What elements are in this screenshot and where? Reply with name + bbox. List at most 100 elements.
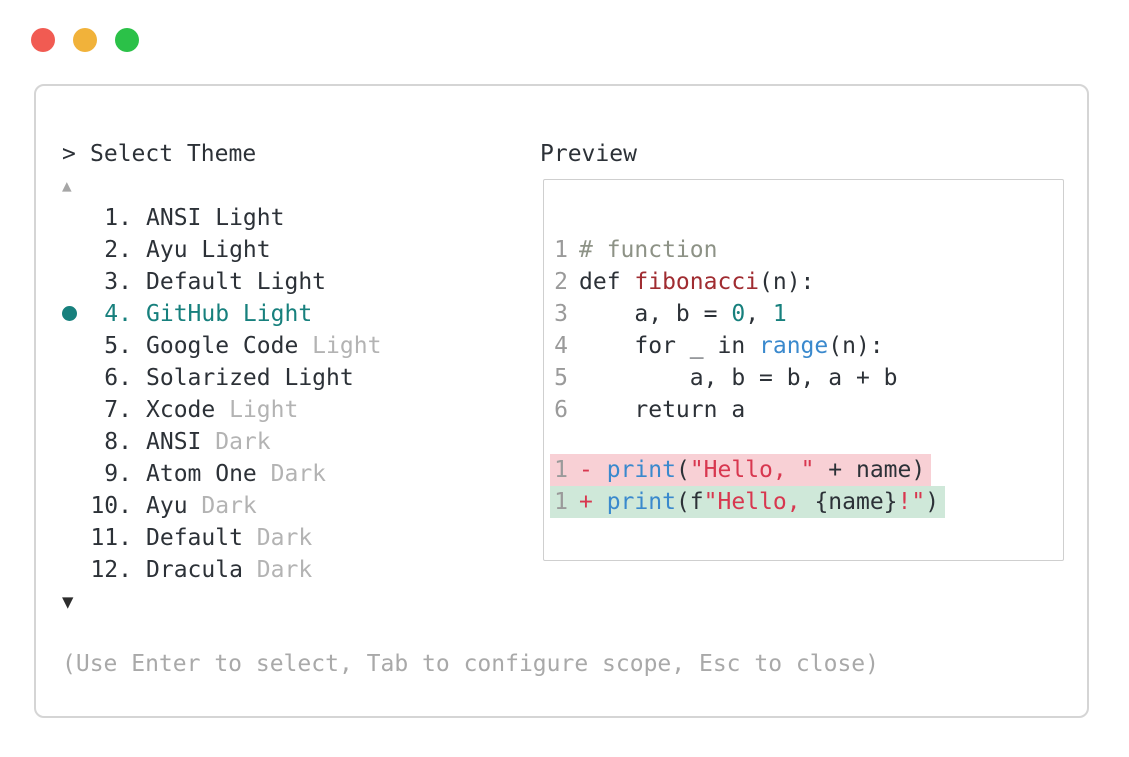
code-line — [550, 426, 585, 454]
item-number: 1. — [104, 205, 132, 231]
item-number: 2. — [104, 237, 132, 263]
theme-list-item[interactable]: 3. Default Light — [62, 266, 540, 298]
code-token-plain: for _ in — [579, 333, 760, 359]
code-token-numlit: 1 — [772, 301, 787, 327]
line-number: 1 — [554, 237, 568, 263]
line-number: 1 — [554, 457, 568, 483]
code-token-plain: ( — [675, 457, 690, 483]
item-label: Dracula — [146, 557, 243, 583]
code-token-sign: + — [579, 489, 607, 515]
code-preview: 1 # function 2 def fibonacci(n): 3 a, b … — [543, 179, 1064, 561]
item-number: 5. — [104, 333, 132, 359]
theme-list-item[interactable]: 6. Solarized Light — [62, 362, 540, 394]
code-token-plain: a, b = b, a + b — [579, 365, 898, 391]
minimize-button[interactable] — [73, 28, 97, 52]
zoom-button[interactable] — [115, 28, 139, 52]
page-title: Select Theme — [90, 141, 257, 167]
theme-list-item[interactable]: 7. Xcode Light — [62, 394, 540, 426]
item-label: Default — [146, 525, 243, 551]
item-number: 12. — [90, 557, 132, 583]
help-text: (Use Enter to select, Tab to configure s… — [62, 651, 879, 677]
scroll-down-row: ▼ — [62, 586, 540, 618]
code-token-call: range — [759, 333, 829, 359]
item-label: ANSI Light — [146, 205, 285, 231]
item-label: Ayu Light — [146, 237, 271, 263]
selection-marker — [62, 234, 90, 266]
scroll-down-icon[interactable]: ▼ — [62, 591, 74, 613]
selected-bullet-icon — [62, 306, 77, 321]
selection-marker — [62, 202, 90, 234]
line-number: 6 — [554, 397, 568, 423]
theme-selector: > Select Theme ▲ 1. ANSI Light 2. Ayu Li… — [62, 138, 540, 618]
dialog-body: > Select Theme ▲ 1. ANSI Light 2. Ayu Li… — [62, 138, 1064, 618]
item-label: GitHub Light — [146, 301, 313, 327]
diff-line-del: 1 - print("Hello, " + name) — [550, 454, 932, 486]
selector-header: > Select Theme — [62, 138, 540, 170]
theme-list-item[interactable]: 5. Google Code Light — [62, 330, 540, 362]
code-line: 4 for _ in range(n): — [550, 330, 890, 362]
item-number: 4. — [104, 301, 132, 327]
item-label: ANSI — [146, 429, 202, 455]
item-number: 10. — [90, 493, 132, 519]
scroll-up-icon[interactable]: ▲ — [62, 176, 72, 195]
code-line: 3 a, b = 0, 1 — [550, 298, 793, 330]
window-controls — [31, 28, 139, 52]
code-token-plain: {name} — [814, 489, 898, 515]
item-label: Google Code — [146, 333, 299, 359]
code-line: 1 # function — [550, 234, 723, 266]
theme-list-item[interactable]: 8. ANSI Dark — [62, 426, 540, 458]
code-token-plain: a, b = — [579, 301, 732, 327]
line-number: 4 — [554, 333, 568, 359]
code-token-str: !" — [897, 489, 926, 515]
code-line: 2 def fibonacci(n): — [550, 266, 820, 298]
item-number: 11. — [90, 525, 132, 551]
item-label-muted: Dark — [187, 493, 257, 519]
code-token-call: print — [606, 489, 676, 515]
line-number: 1 — [554, 489, 568, 515]
line-number: 3 — [554, 301, 568, 327]
selection-marker — [62, 330, 90, 362]
theme-picker-dialog: > Select Theme ▲ 1. ANSI Light 2. Ayu Li… — [34, 84, 1089, 718]
selection-marker — [62, 458, 90, 490]
item-label-muted: Light — [298, 333, 382, 359]
item-number: 3. — [104, 269, 132, 295]
scroll-up-row: ▲ — [62, 170, 540, 202]
code-token-comment: # function — [579, 237, 718, 263]
item-label: Xcode — [146, 397, 216, 423]
selection-marker — [62, 266, 90, 298]
code-token-plain: def — [579, 269, 635, 295]
selection-marker — [62, 522, 90, 554]
code-token-call: print — [606, 457, 676, 483]
theme-list-item[interactable]: 1. ANSI Light — [62, 202, 540, 234]
selection-marker — [62, 394, 90, 426]
item-label: Ayu — [146, 493, 188, 519]
item-number: 8. — [104, 429, 132, 455]
code-token-plain: (n): — [759, 269, 815, 295]
item-label: Atom One — [146, 461, 257, 487]
close-button[interactable] — [31, 28, 55, 52]
item-number: 9. — [104, 461, 132, 487]
line-number — [554, 426, 568, 454]
theme-list-item[interactable]: 9. Atom One Dark — [62, 458, 540, 490]
item-label-muted: Light — [215, 397, 299, 423]
theme-list: 1. ANSI Light 2. Ayu Light 3. Default Li… — [62, 202, 540, 586]
code-line: 6 return a — [550, 394, 751, 426]
theme-list-item[interactable]: 2. Ayu Light — [62, 234, 540, 266]
code-token-plain: + name) — [814, 457, 926, 483]
code-token-func: fibonacci — [634, 269, 760, 295]
item-label-muted: Dark — [256, 461, 327, 487]
theme-list-item[interactable]: 10. Ayu Dark — [62, 490, 540, 522]
line-number: 5 — [554, 365, 568, 391]
item-label-muted: Dark — [242, 557, 313, 583]
line-number: 2 — [554, 269, 568, 295]
code-token-str: "Hello, — [703, 489, 815, 515]
code-token-plain: (f — [675, 489, 704, 515]
preview-pane: Preview 1 # function 2 def fibonacci(n):… — [540, 138, 1064, 618]
theme-list-item[interactable]: 11. Default Dark — [62, 522, 540, 554]
selection-marker — [62, 362, 90, 394]
theme-list-item[interactable]: 12. Dracula Dark — [62, 554, 540, 586]
code-token-str: "Hello, " — [689, 457, 815, 483]
code-token-plain: , — [745, 301, 773, 327]
theme-list-item[interactable]: 4. GitHub Light — [62, 298, 540, 330]
item-label: Solarized Light — [146, 365, 354, 391]
